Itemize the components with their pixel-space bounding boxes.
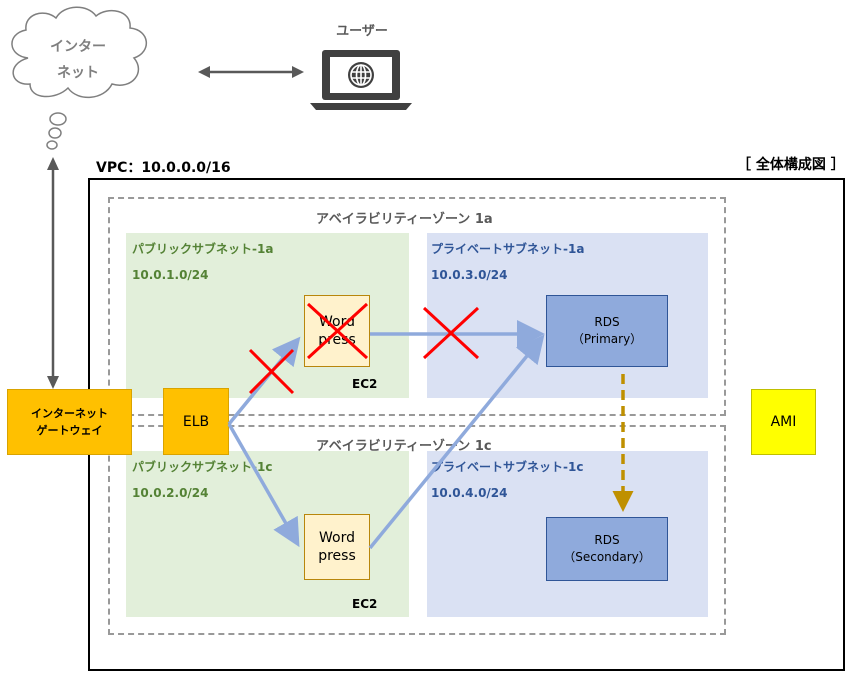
internet-gateway[interactable]: インターネット ゲートウェイ [7,389,132,455]
ec2-1c-label: EC2 [352,597,378,611]
internet-user-arrow [198,66,304,78]
elb-label: ELB [182,413,210,430]
vpc-label: VPC：10.0.0.0/16 [96,160,231,176]
user-label: ユーザー [336,24,388,39]
igw-label-line1: インターネット [31,407,108,420]
igw-label-line2: ゲートウェイ [36,424,103,437]
public-subnet-1c-cidr: 10.0.2.0/24 [132,486,209,500]
private-subnet-1c-label: プライベートサブネット-1c [431,460,584,474]
internet-cloud-icon [11,6,147,150]
rds-primary-line1: RDS [594,315,620,329]
rds-primary[interactable]: RDS （Primary） [546,295,668,367]
wordpress-1a-line2: press [318,332,356,348]
private-subnet-1c-cidr: 10.0.4.0/24 [431,486,508,500]
az-1a-label: アベイラビリティーゾーン 1a [316,212,493,227]
public-subnet-1c-label: パブリックサブネット-1c [132,460,273,474]
public-subnet-1a-cidr: 10.0.1.0/24 [132,268,209,282]
private-subnet-1a-label: プライベートサブネット-1a [431,242,585,256]
ami-label: AMI [770,414,797,430]
private-subnet-1a-cidr: 10.0.3.0/24 [431,268,508,282]
wordpress-1c-line2: press [318,548,356,564]
wordpress-1c-line1: Word [319,530,355,546]
wordpress-ec2-1a[interactable]: Word press [304,295,370,367]
wordpress-ec2-1c[interactable]: Word press [304,514,370,580]
elb[interactable]: ELB [163,388,229,455]
ec2-1a-label: EC2 [352,377,378,391]
internet-igw-arrow [47,157,59,389]
rds-secondary-line1: RDS [594,533,620,547]
internet-label-line1: インター [50,39,106,55]
user-laptop-icon [310,50,412,110]
rds-primary-line2: （Primary） [571,332,643,346]
public-subnet-1a-label: パブリックサブネット-1a [132,242,274,256]
diagram-title: ［ 全体構成図 ］ [737,157,845,173]
ami[interactable]: AMI [751,389,816,455]
wordpress-1a-line1: Word [319,314,355,330]
rds-secondary[interactable]: RDS （Secondary） [546,517,668,581]
internet-label-line2: ネット [57,65,99,81]
az-1c-label: アベイラビリティーゾーン 1c [316,439,492,454]
rds-secondary-line2: （Secondary） [563,550,651,564]
